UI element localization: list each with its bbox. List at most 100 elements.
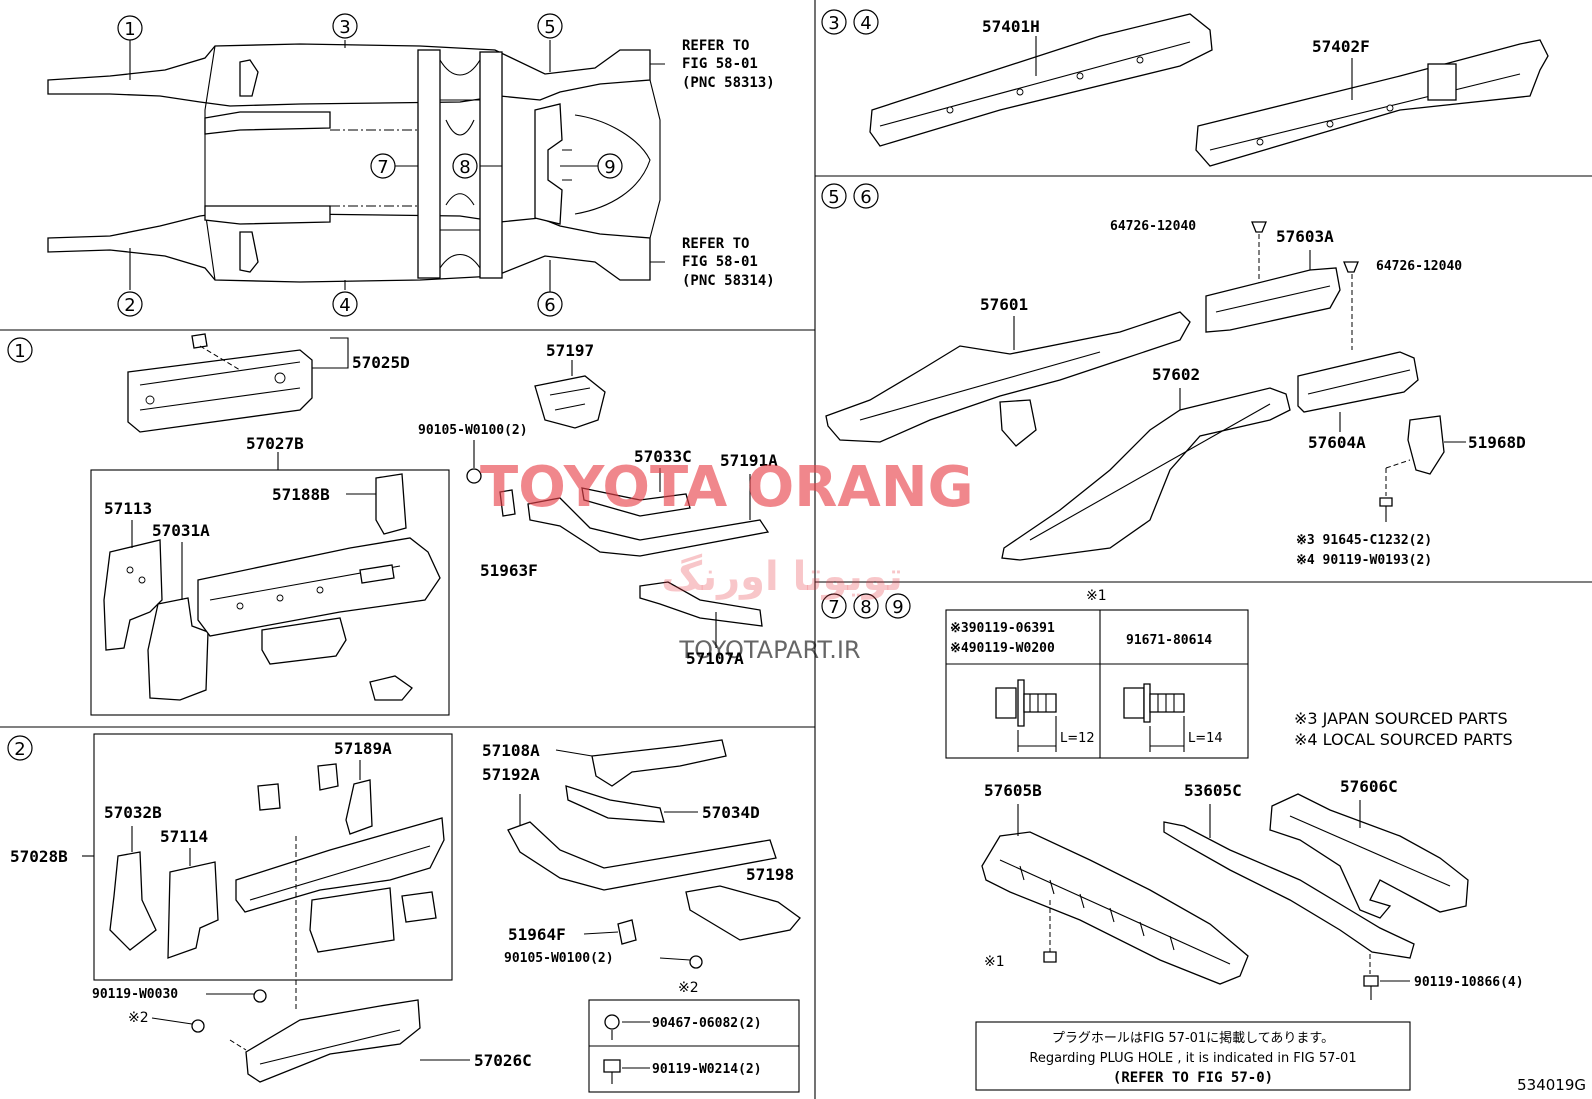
refer-note-top: REFER TO FIG 58-01 (PNC 58313) [682,38,775,91]
part-label-57033C: 57033C [634,447,692,466]
part-label-57601: 57601 [980,295,1028,314]
note-mark-2-a: ※2 [128,1010,149,1026]
part-51964F-drawing [583,919,637,945]
svg-text:9: 9 [604,157,615,178]
part-label-57189A: 57189A [334,739,392,758]
part-label-57032B: 57032B [104,803,162,822]
figure-id: 534019G [1517,1076,1586,1094]
watermark-farsi: تویوتا اورنگ [661,553,903,600]
table-length-14: L=14 [1188,731,1223,746]
svg-text:4: 4 [339,295,350,316]
part-label-57606C: 57606C [1340,777,1398,796]
section-789-marker: 7 8 9 [821,593,911,619]
part-label-57031A: 57031A [152,521,210,540]
table-part-90119-06391: ※390119-06391 [950,621,1055,636]
note-mark-2-b: ※2 [678,980,699,996]
plug-hole-note-en: Regarding PLUG HOLE , it is indicated in… [1029,1051,1356,1066]
part-label-57401H: 57401H [982,17,1040,36]
svg-text:9: 9 [892,597,903,618]
refer-note-bottom: REFER TO FIG 58-01 (PNC 58314) [682,236,775,289]
svg-text:REFER TO: REFER TO [682,236,749,252]
part-57026C-drawing [229,999,470,1083]
part-57198-drawing [685,885,801,941]
part-57604A-drawing [1297,351,1419,432]
table-part-91671-80614: 91671-80614 [1126,633,1212,648]
part-label-57026C: 57026C [474,1051,532,1070]
part-label-57034D: 57034D [702,803,760,822]
part-57033C-drawing [581,468,691,517]
table-part-90119-W0200: ※490119-W0200 [950,641,1055,656]
part-57107A-drawing [639,581,763,648]
part-label-57025D: 57025D [352,353,410,372]
bolt-mark2 [151,1017,205,1033]
svg-text:1: 1 [14,341,25,362]
svg-text:7: 7 [828,597,839,618]
bolt-90119-10866 [1363,975,1410,1000]
part-label-57605B: 57605B [984,781,1042,800]
part-57192A-drawing [507,794,777,891]
bolt-90119-W0030 [206,989,267,1003]
part-57114-drawing [167,848,219,959]
note-japan-sourced: ※3 JAPAN SOURCED PARTS [1294,709,1508,728]
part-57191A-drawing [527,474,770,557]
part-57032B-drawing [109,826,157,951]
svg-text:6: 6 [544,295,555,316]
svg-text:5: 5 [828,187,839,208]
part-label-51964F: 51964F [508,925,566,944]
bolt-91645 [1379,468,1393,522]
part-label-57028B: 57028B [10,847,68,866]
part-label-57113: 57113 [104,499,152,518]
part-57034D-drawing [565,785,698,823]
part-51968D-drawing [1385,415,1466,475]
part-57031A-drawing [147,542,209,701]
plug-hole-note-jp: プラグホールはFIG 57-01に掲載してあります。 [1052,1030,1334,1046]
svg-text:3: 3 [339,17,350,38]
svg-text:5: 5 [544,17,555,38]
part-57027B-main-drawing [197,537,441,701]
svg-text:8: 8 [459,157,470,178]
section-34-marker: 3 4 [821,9,879,35]
svg-text:6: 6 [860,187,871,208]
part-label-57198: 57198 [746,865,794,884]
part-label-51963F: 51963F [480,561,538,580]
part-53605C-drawing [1163,804,1415,974]
part-label-57188B: 57188B [272,485,330,504]
part-label-57114: 57114 [160,827,208,846]
part-label-90467-06082: 90467-06082(2) [652,1016,762,1031]
watermark: TOYOTA ORANG تویوتا اورنگ TOYOTAPART.IR [480,455,974,664]
part-57601-drawing [825,311,1191,447]
part-57602-drawing [1001,387,1291,561]
svg-text:8: 8 [860,597,871,618]
part-57197-drawing [534,360,606,429]
part-label-90119-10866: 90119-10866(4) [1414,975,1524,990]
part-label-51968D: 51968D [1468,433,1526,452]
section-56-marker: 5 6 [821,183,879,209]
svg-text:FIG 58-01: FIG 58-01 [682,254,758,270]
svg-text:7: 7 [377,157,388,178]
note-mark-1-b: ※1 [984,954,1005,970]
part-label-90105-W0100-a: 90105-W0100(2) [418,423,528,438]
overview-markers: 1 2 3 4 5 6 7 8 9 [117,13,623,317]
note-mark-1-a: ※1 [1086,588,1107,604]
plug-hole-note-box [975,1021,1411,1091]
part-label-90119-W0214: 90119-W0214(2) [652,1062,762,1077]
part-label-57602: 57602 [1152,365,1200,384]
section-1-marker: 1 [7,337,33,363]
note-local-sourced: ※4 LOCAL SOURCED PARTS [1294,730,1513,749]
part-label-57603A: 57603A [1276,227,1334,246]
svg-text:FIG 58-01: FIG 58-01 [682,56,758,72]
part-label-57191A: 57191A [720,451,778,470]
part-51963F-drawing [499,489,516,517]
svg-text:2: 2 [14,739,25,760]
part-57189A-drawing [257,760,373,835]
svg-text:4: 4 [860,13,871,34]
part-label-91645-C1232: ※3 91645-C1232(2) [1296,533,1432,548]
part-label-57192A: 57192A [482,765,540,784]
clip-64726-a [1251,221,1267,290]
section-2-marker: 2 [7,735,33,761]
bolt-90105-a [466,440,482,484]
part-57025D-drawing [127,333,349,433]
plug-hole-note-ref: (REFER TO FIG 57-0) [1113,1070,1273,1086]
